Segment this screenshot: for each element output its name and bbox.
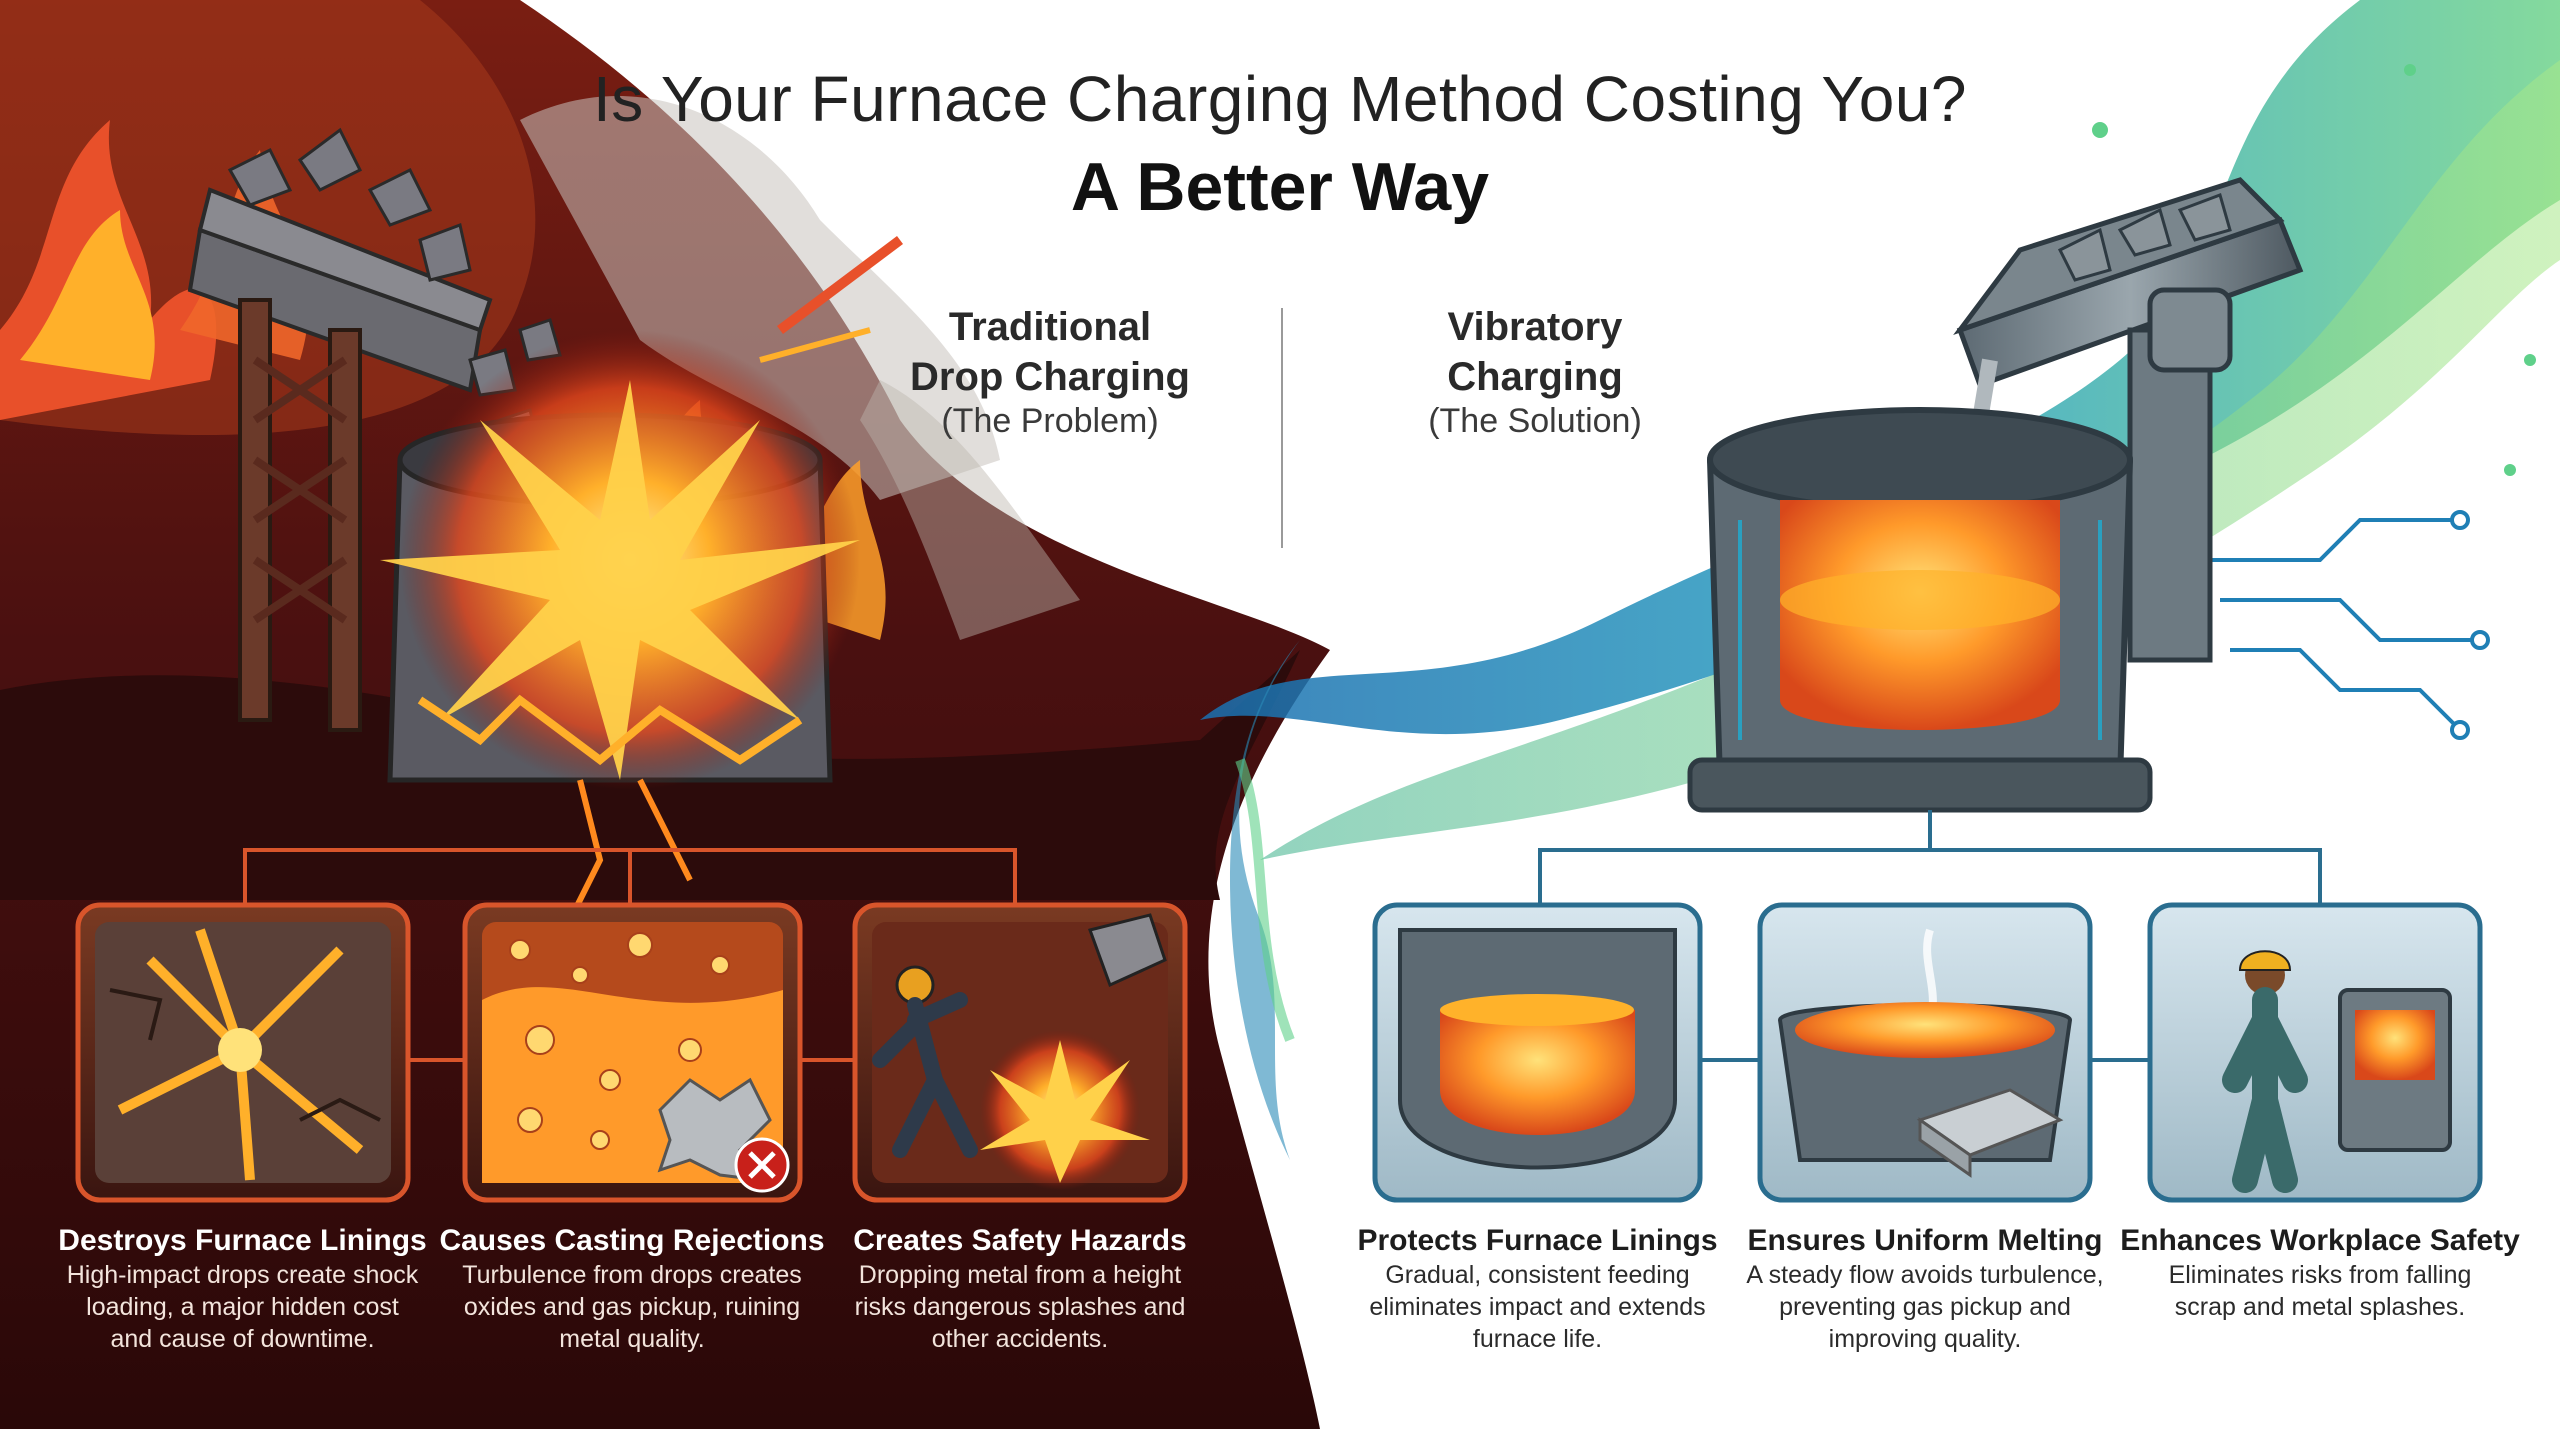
problem-card-3: Creates Safety Hazards Dropping metal fr…	[820, 1223, 1220, 1355]
solution-heading-block: Vibratory Charging (The Solution)	[1340, 302, 1730, 441]
card-desc-line: Gradual, consistent feeding	[1385, 1261, 1690, 1289]
solution-card-1: Protects Furnace Linings Gradual, consis…	[1335, 1223, 1740, 1355]
card-title: Destroys Furnace Linings	[58, 1224, 427, 1257]
card-desc-line: preventing gas pickup and	[1779, 1293, 2071, 1321]
intact-crucible-icon	[1372, 902, 1703, 1203]
card-title: Creates Safety Hazards	[853, 1224, 1187, 1257]
card-desc-line: and cause of downtime.	[110, 1325, 375, 1353]
solution-card-icons	[1372, 902, 2483, 1203]
problem-heading-line-1: Traditional	[948, 305, 1152, 349]
problem-card-1: Destroys Furnace Linings High-impact dro…	[40, 1223, 445, 1355]
card-title: Protects Furnace Linings	[1357, 1224, 1718, 1257]
cracked-furnace-illustration	[380, 236, 903, 942]
problem-connector-lines	[243, 848, 1017, 1062]
worker-splash-hazard-icon	[852, 902, 1188, 1203]
solution-heading-line-2: Charging	[1447, 355, 1623, 399]
card-title: Ensures Uniform Melting	[1747, 1224, 2103, 1257]
safe-worker-icon	[2147, 902, 2483, 1203]
card-desc-line: High-impact drops create shock	[66, 1261, 419, 1289]
card-desc-line: metal quality.	[559, 1325, 705, 1353]
page-subtitle: A Better Way	[1070, 149, 1490, 225]
problem-heading-line-2: Drop Charging	[910, 355, 1190, 399]
page-title: Is Your Furnace Charging Method Costing …	[592, 63, 1968, 135]
problem-label: (The Problem)	[941, 402, 1159, 440]
card-title: Enhances Workplace Safety	[2120, 1224, 2520, 1257]
card-desc-line: loading, a major hidden cost	[86, 1293, 399, 1321]
card-desc-line: Dropping metal from a height	[858, 1261, 1182, 1289]
circuit-traces-illustration	[2092, 64, 2536, 740]
problem-heading-block: Traditional Drop Charging (The Problem)	[860, 302, 1240, 441]
solution-connector-lines	[1538, 810, 2322, 1062]
card-desc-line: furnace life.	[1472, 1325, 1603, 1353]
solution-label: (The Solution)	[1428, 402, 1642, 440]
card-desc-line: improving quality.	[1828, 1325, 2022, 1353]
card-desc-line: other accidents.	[931, 1325, 1109, 1353]
solution-card-2: Ensures Uniform Melting A steady flow av…	[1720, 1223, 2130, 1355]
cracked-lining-icon	[75, 902, 411, 1203]
card-desc-line: eliminates impact and extends	[1369, 1293, 1706, 1321]
problem-card-icons	[75, 902, 1188, 1203]
card-desc-line: A steady flow avoids turbulence,	[1746, 1261, 2104, 1289]
smooth-melt-pool-icon	[1757, 902, 2093, 1203]
card-desc-line: Eliminates risks from falling	[2168, 1261, 2472, 1289]
card-desc-line: oxides and gas pickup, ruining	[463, 1293, 801, 1321]
card-title: Causes Casting Rejections	[439, 1224, 825, 1257]
card-desc-line: scrap and metal splashes.	[2174, 1293, 2466, 1321]
intact-furnace-illustration	[1687, 407, 2153, 813]
card-desc-line: Turbulence from drops creates	[462, 1261, 802, 1289]
solution-card-3: Enhances Workplace Safety Eliminates ris…	[2110, 1223, 2530, 1323]
problem-card-2: Causes Casting Rejections Turbulence fro…	[432, 1223, 832, 1355]
gas-bubbles-rejected-casting-icon	[462, 902, 803, 1203]
card-desc-line: risks dangerous splashes and	[854, 1293, 1186, 1321]
solution-heading-line-1: Vibratory	[1447, 305, 1623, 349]
